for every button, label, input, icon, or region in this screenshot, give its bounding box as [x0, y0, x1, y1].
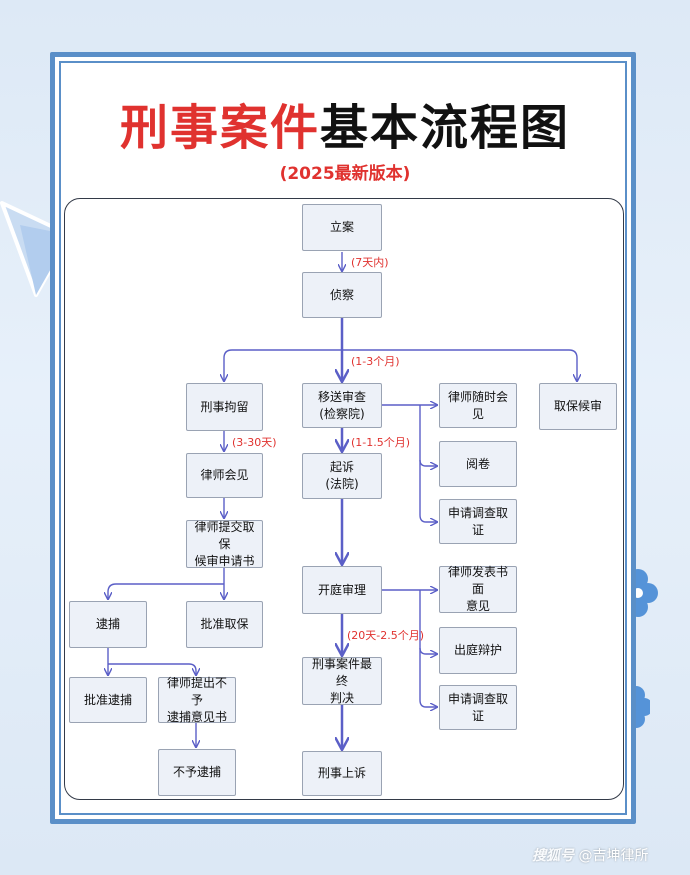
arrow-to-qubao	[342, 349, 577, 381]
node-lvshisuishihuijian: 律师随时会见	[439, 383, 517, 428]
node-qubaohoushen: 取保候审	[539, 383, 617, 430]
node-xingshijuliu: 刑事拘留	[186, 383, 263, 431]
label-one-three-months: (1-3个月)	[351, 355, 400, 368]
node-buyudaibu: 不予逮捕	[158, 749, 236, 796]
node-kaitingshenli: 开庭审理	[302, 566, 382, 614]
node-lvshitichubuyu: 律师提出不予 逮捕意见书	[158, 676, 236, 724]
arrow-to-juliu	[224, 349, 342, 381]
title-black-part: 基本流程图	[320, 100, 571, 156]
label-seven-days: (7天内)	[351, 256, 389, 269]
node-chutingbianhu: 出庭辩护	[439, 627, 517, 674]
arrow-to-diaocha2	[419, 648, 437, 707]
arrow-to-buyuyijian	[108, 663, 196, 675]
node-lvshitijiaoqubao: 律师提交取保 候审申请书	[186, 520, 263, 568]
label-three-thirty-days: (3-30天)	[232, 436, 277, 449]
node-pizhundaibu: 批准逮捕	[69, 677, 147, 723]
arrow-to-yuejuan	[419, 405, 437, 466]
node-shenqingdiaochaquzheng-2: 申请调查取证	[439, 685, 517, 730]
title-red-part: 刑事案件	[119, 100, 320, 156]
node-qisu: 起诉 (法院)	[302, 453, 382, 499]
node-shenqingdiaochaquzheng-1: 申请调查取证	[439, 499, 517, 544]
node-yisongshencha: 移送审查 (检察院)	[302, 383, 382, 428]
watermark-text: @吉坤律所	[578, 848, 649, 864]
watermark-logo: 搜狐号	[532, 848, 574, 864]
node-xingshianjianzuizhong: 刑事案件最终 判决	[302, 657, 382, 705]
node-lvshifabiaoshumian: 律师发表书面 意见	[439, 565, 517, 613]
node-lvshihuijian: 律师会见	[186, 453, 263, 498]
arrow-to-chuting	[419, 590, 437, 654]
watermark: 搜狐号 @吉坤律所	[532, 845, 648, 865]
node-daibu: 逮捕	[69, 601, 147, 648]
arrow-to-diaocha1	[419, 460, 437, 522]
page-subtitle: (2025最新版本)	[279, 164, 411, 184]
node-lian: 立案	[302, 204, 382, 251]
node-zhencha: 侦察	[302, 272, 382, 318]
page-title: 刑事案件基本流程图	[0, 88, 690, 158]
label-twenty-days: (20天-2.5个月)	[347, 629, 425, 642]
node-yuejuan: 阅卷	[439, 441, 517, 487]
node-pizhunqubao: 批准取保	[186, 601, 263, 648]
label-one-onehalf-months: (1-1.5个月)	[351, 436, 411, 449]
node-xingshishangsu: 刑事上诉	[302, 751, 382, 796]
arrow-to-daibu	[108, 583, 224, 599]
